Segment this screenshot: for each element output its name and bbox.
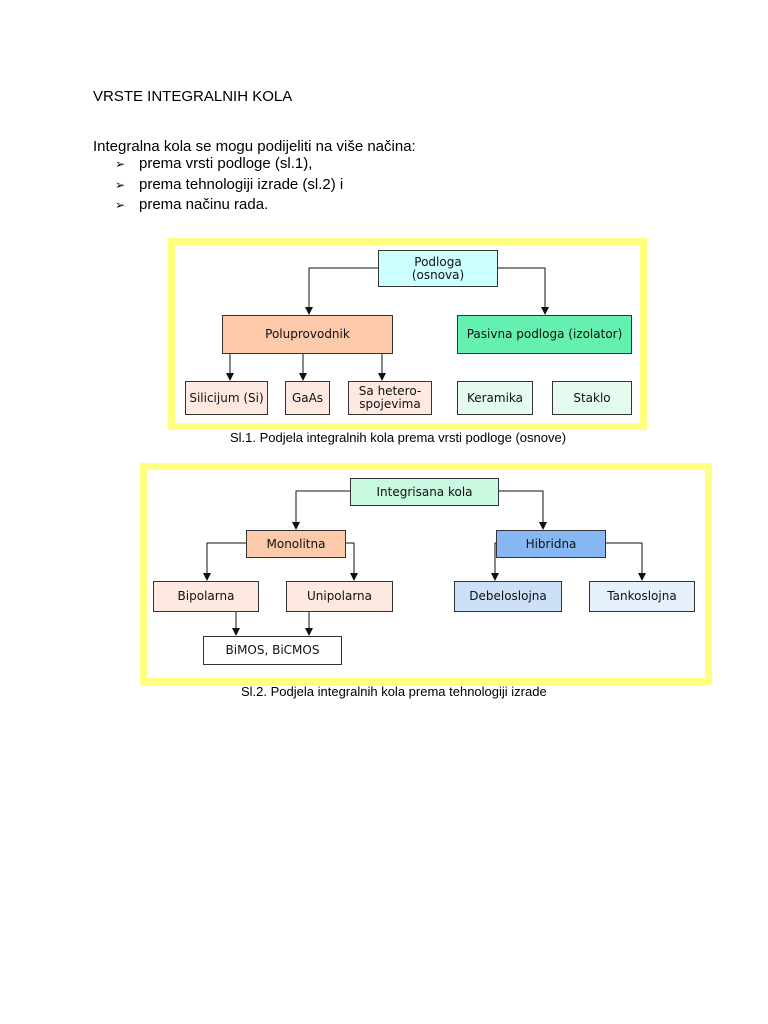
bimos-bicmos-node: BiMOS, BiCMOS <box>203 636 342 665</box>
silicon-node: Silicijum (Si) <box>185 381 268 415</box>
thin-film-node: Tankoslojna <box>589 581 695 612</box>
glass-node: Staklo <box>552 381 632 415</box>
unipolar-node: Unipolarna <box>286 581 393 612</box>
integrated-circuits-root-node: Integrisana kola <box>350 478 499 506</box>
semiconductor-node: Poluprovodnik <box>222 315 393 354</box>
gaas-node: GaAs <box>285 381 330 415</box>
list-item: ➢prema vrsti podloge (sl.1), <box>115 155 313 172</box>
list-item: ➢prema načinu rada. <box>115 196 269 213</box>
bipolar-node: Bipolarna <box>153 581 259 612</box>
ceramic-node: Keramika <box>457 381 533 415</box>
hybrid-node: Hibridna <box>496 530 606 558</box>
heading: VRSTE INTEGRALNIH KOLA <box>93 88 293 105</box>
figure-1-caption: Sl.1. Podjela integralnih kola prema vrs… <box>230 430 567 445</box>
intro-text: Integralna kola se mogu podijeliti na vi… <box>93 138 416 155</box>
bullet-list: ➢prema vrsti podloge (sl.1), ➢prema tehn… <box>115 155 343 217</box>
passive-substrate-node: Pasivna podloga (izolator) <box>457 315 632 354</box>
list-item: ➢prema tehnologiji izrade (sl.2) i <box>115 175 344 193</box>
root-substrate-node: Podloga (osnova) <box>378 250 498 287</box>
arrow-bullet-icon: ➢ <box>115 198 126 212</box>
figure-2-caption: Sl.2. Podjela integralnih kola prema teh… <box>241 684 547 699</box>
arrow-bullet-icon: ➢ <box>115 157 126 171</box>
heterojunction-node: Sa hetero- spojevima <box>348 381 432 415</box>
arrow-bullet-icon: ➢ <box>115 177 126 192</box>
thick-film-node: Debeloslojna <box>454 581 562 612</box>
monolithic-node: Monolitna <box>246 530 346 558</box>
